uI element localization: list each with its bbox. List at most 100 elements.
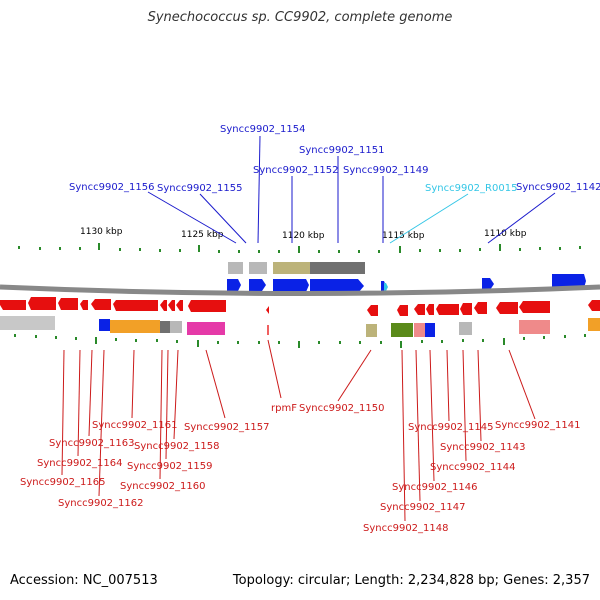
gene-arrow-1142[interactable] xyxy=(482,278,494,290)
leader-1164 xyxy=(77,349,81,457)
leader-1158 xyxy=(173,349,179,440)
leader-1159 xyxy=(165,349,169,460)
bottom-feature-boxes xyxy=(0,316,600,337)
gene-label-1145[interactable]: Syncc9902_1145 xyxy=(408,422,494,433)
gene-label-1143[interactable]: Syncc9902_1143 xyxy=(440,442,526,453)
feature-box-1161-blue[interactable] xyxy=(99,319,110,331)
feature-box-1146[interactable] xyxy=(425,323,435,337)
gene-label-1165[interactable]: Syncc9902_1165 xyxy=(20,477,106,488)
gene-label-1162[interactable]: Syncc9902_1162 xyxy=(58,498,144,509)
feature-box-rpmF[interactable] xyxy=(267,325,269,335)
feature-box-1148[interactable] xyxy=(391,323,413,337)
leader-1148 xyxy=(401,349,406,522)
leader-1146 xyxy=(429,349,435,482)
gene-label-1161[interactable]: Syncc9902_1161 xyxy=(92,420,178,431)
gene-label-1157[interactable]: Syncc9902_1157 xyxy=(184,422,270,433)
gene-label-1146[interactable]: Syncc9902_1146 xyxy=(392,482,478,493)
gene-arrow-far-right[interactable] xyxy=(552,274,586,288)
gene-arrow-1141[interactable] xyxy=(519,301,550,313)
gene-label-1149[interactable]: Syncc9902_1149 xyxy=(343,165,429,176)
gene-arrow-1148[interactable] xyxy=(397,305,408,316)
leader-1141 xyxy=(508,349,536,420)
leader-1165 xyxy=(61,349,65,476)
leader-1154 xyxy=(257,135,261,244)
feature-box-1158[interactable] xyxy=(170,321,182,333)
feature-box-1152[interactable] xyxy=(273,262,310,274)
scale-label-1125: 1125 kbp xyxy=(181,230,224,240)
scale-label-1120: 1120 kbp xyxy=(282,231,325,241)
gene-arrow-1143[interactable] xyxy=(474,302,487,314)
gene-label-1152[interactable]: Syncc9902_1152 xyxy=(253,165,339,176)
feature-box-1151[interactable] xyxy=(310,262,365,274)
minus-strand-genes xyxy=(0,297,600,316)
feature-box-1157[interactable] xyxy=(187,322,225,335)
gene-arrow-1150[interactable] xyxy=(367,305,378,316)
leader-1143 xyxy=(477,349,482,442)
gene-arrow-1147[interactable] xyxy=(414,304,425,315)
feature-box-1141[interactable] xyxy=(519,320,550,334)
gene-label-R0015[interactable]: Syncc9902_R0015 xyxy=(425,183,517,194)
gene-arrow-1146[interactable] xyxy=(426,304,434,315)
gene-label-1158[interactable]: Syncc9902_1158 xyxy=(134,441,220,452)
gene-label-rpmF[interactable]: rpmF xyxy=(271,403,297,414)
gene-arrow-1163[interactable] xyxy=(58,298,78,310)
gene-label-1150[interactable]: Syncc9902_1150 xyxy=(299,403,385,414)
gene-label-1148[interactable]: Syncc9902_1148 xyxy=(363,523,449,534)
genome-backbone xyxy=(0,284,600,296)
gene-arrow-1157[interactable] xyxy=(188,300,226,312)
gene-arrow-1160[interactable] xyxy=(113,300,158,311)
gene-arrow-1161[interactable] xyxy=(91,299,111,310)
feature-box-1160[interactable] xyxy=(110,320,160,333)
gene-arrow-rpmF[interactable] xyxy=(266,306,269,314)
topology-text: Topology: circular; Length: 2,234,828 bp… xyxy=(232,573,590,588)
top-feature-boxes xyxy=(228,262,365,274)
accession-text: Accession: NC_007513 xyxy=(10,573,158,588)
gene-arrow-1145[interactable] xyxy=(436,304,459,315)
gene-arrow-1141a[interactable] xyxy=(496,302,518,314)
gene-label-1156[interactable]: Syncc9902_1156 xyxy=(69,182,155,193)
bottom-leader-lines xyxy=(61,339,536,522)
gene-label-1160[interactable]: Syncc9902_1160 xyxy=(120,481,206,492)
gene-arrow-1154[interactable] xyxy=(255,279,266,291)
scale-label-1110: 1110 kbp xyxy=(484,229,527,239)
gene-arrow-edge-right[interactable] xyxy=(588,300,600,311)
scale-label-1115: 1115 kbp xyxy=(382,231,425,241)
gene-arrow-1151[interactable] xyxy=(310,279,364,293)
gene-label-1155[interactable]: Syncc9902_1155 xyxy=(157,183,243,194)
top-gene-labels: Syncc9902_1156 Syncc9902_1155 Syncc9902_… xyxy=(69,124,600,194)
feature-box-left-gray[interactable] xyxy=(0,316,55,330)
top-ticks xyxy=(18,243,581,253)
gene-arrow-1158b[interactable] xyxy=(176,300,183,311)
gene-arrow-1156[interactable] xyxy=(227,279,241,291)
leader-1160 xyxy=(159,349,163,480)
bottom-gene-labels: Syncc9902_1161 Syncc9902_1163 Syncc9902_… xyxy=(20,403,581,534)
gene-arrow-1165[interactable] xyxy=(0,300,26,310)
gene-label-1144[interactable]: Syncc9902_1144 xyxy=(430,462,516,473)
gene-arrow-1164[interactable] xyxy=(28,297,56,310)
feature-box-1150[interactable] xyxy=(366,324,377,337)
gene-label-1159[interactable]: Syncc9902_1159 xyxy=(127,461,213,472)
gene-label-1163[interactable]: Syncc9902_1163 xyxy=(49,438,135,449)
gene-label-1141[interactable]: Syncc9902_1141 xyxy=(495,420,581,431)
gene-label-1147[interactable]: Syncc9902_1147 xyxy=(380,502,466,513)
gene-arrow-1144[interactable] xyxy=(460,303,472,315)
feature-box-1156[interactable] xyxy=(228,262,243,274)
gene-label-1154[interactable]: Syncc9902_1154 xyxy=(220,124,306,135)
leader-1147 xyxy=(415,349,421,502)
feature-box-edge-right[interactable] xyxy=(588,318,600,331)
leader-R0015 xyxy=(389,193,469,244)
feature-box-1147[interactable] xyxy=(414,323,425,337)
gene-arrow-R0015[interactable] xyxy=(384,283,388,291)
gene-arrow-1152[interactable] xyxy=(273,279,309,292)
feature-box-1159[interactable] xyxy=(160,321,170,333)
gene-label-1142[interactable]: Syncc9902_1142 xyxy=(516,182,600,193)
feature-box-1143[interactable] xyxy=(459,322,472,335)
gene-arrow-1159[interactable] xyxy=(160,300,167,311)
gene-arrow-1162[interactable] xyxy=(80,300,88,310)
gene-label-1164[interactable]: Syncc9902_1164 xyxy=(37,458,123,469)
leader-1142 xyxy=(487,192,556,244)
gene-label-1151[interactable]: Syncc9902_1151 xyxy=(299,145,385,156)
feature-box-1154[interactable] xyxy=(249,262,267,274)
gene-arrow-1158[interactable] xyxy=(168,300,175,311)
leader-1162 xyxy=(98,349,105,497)
